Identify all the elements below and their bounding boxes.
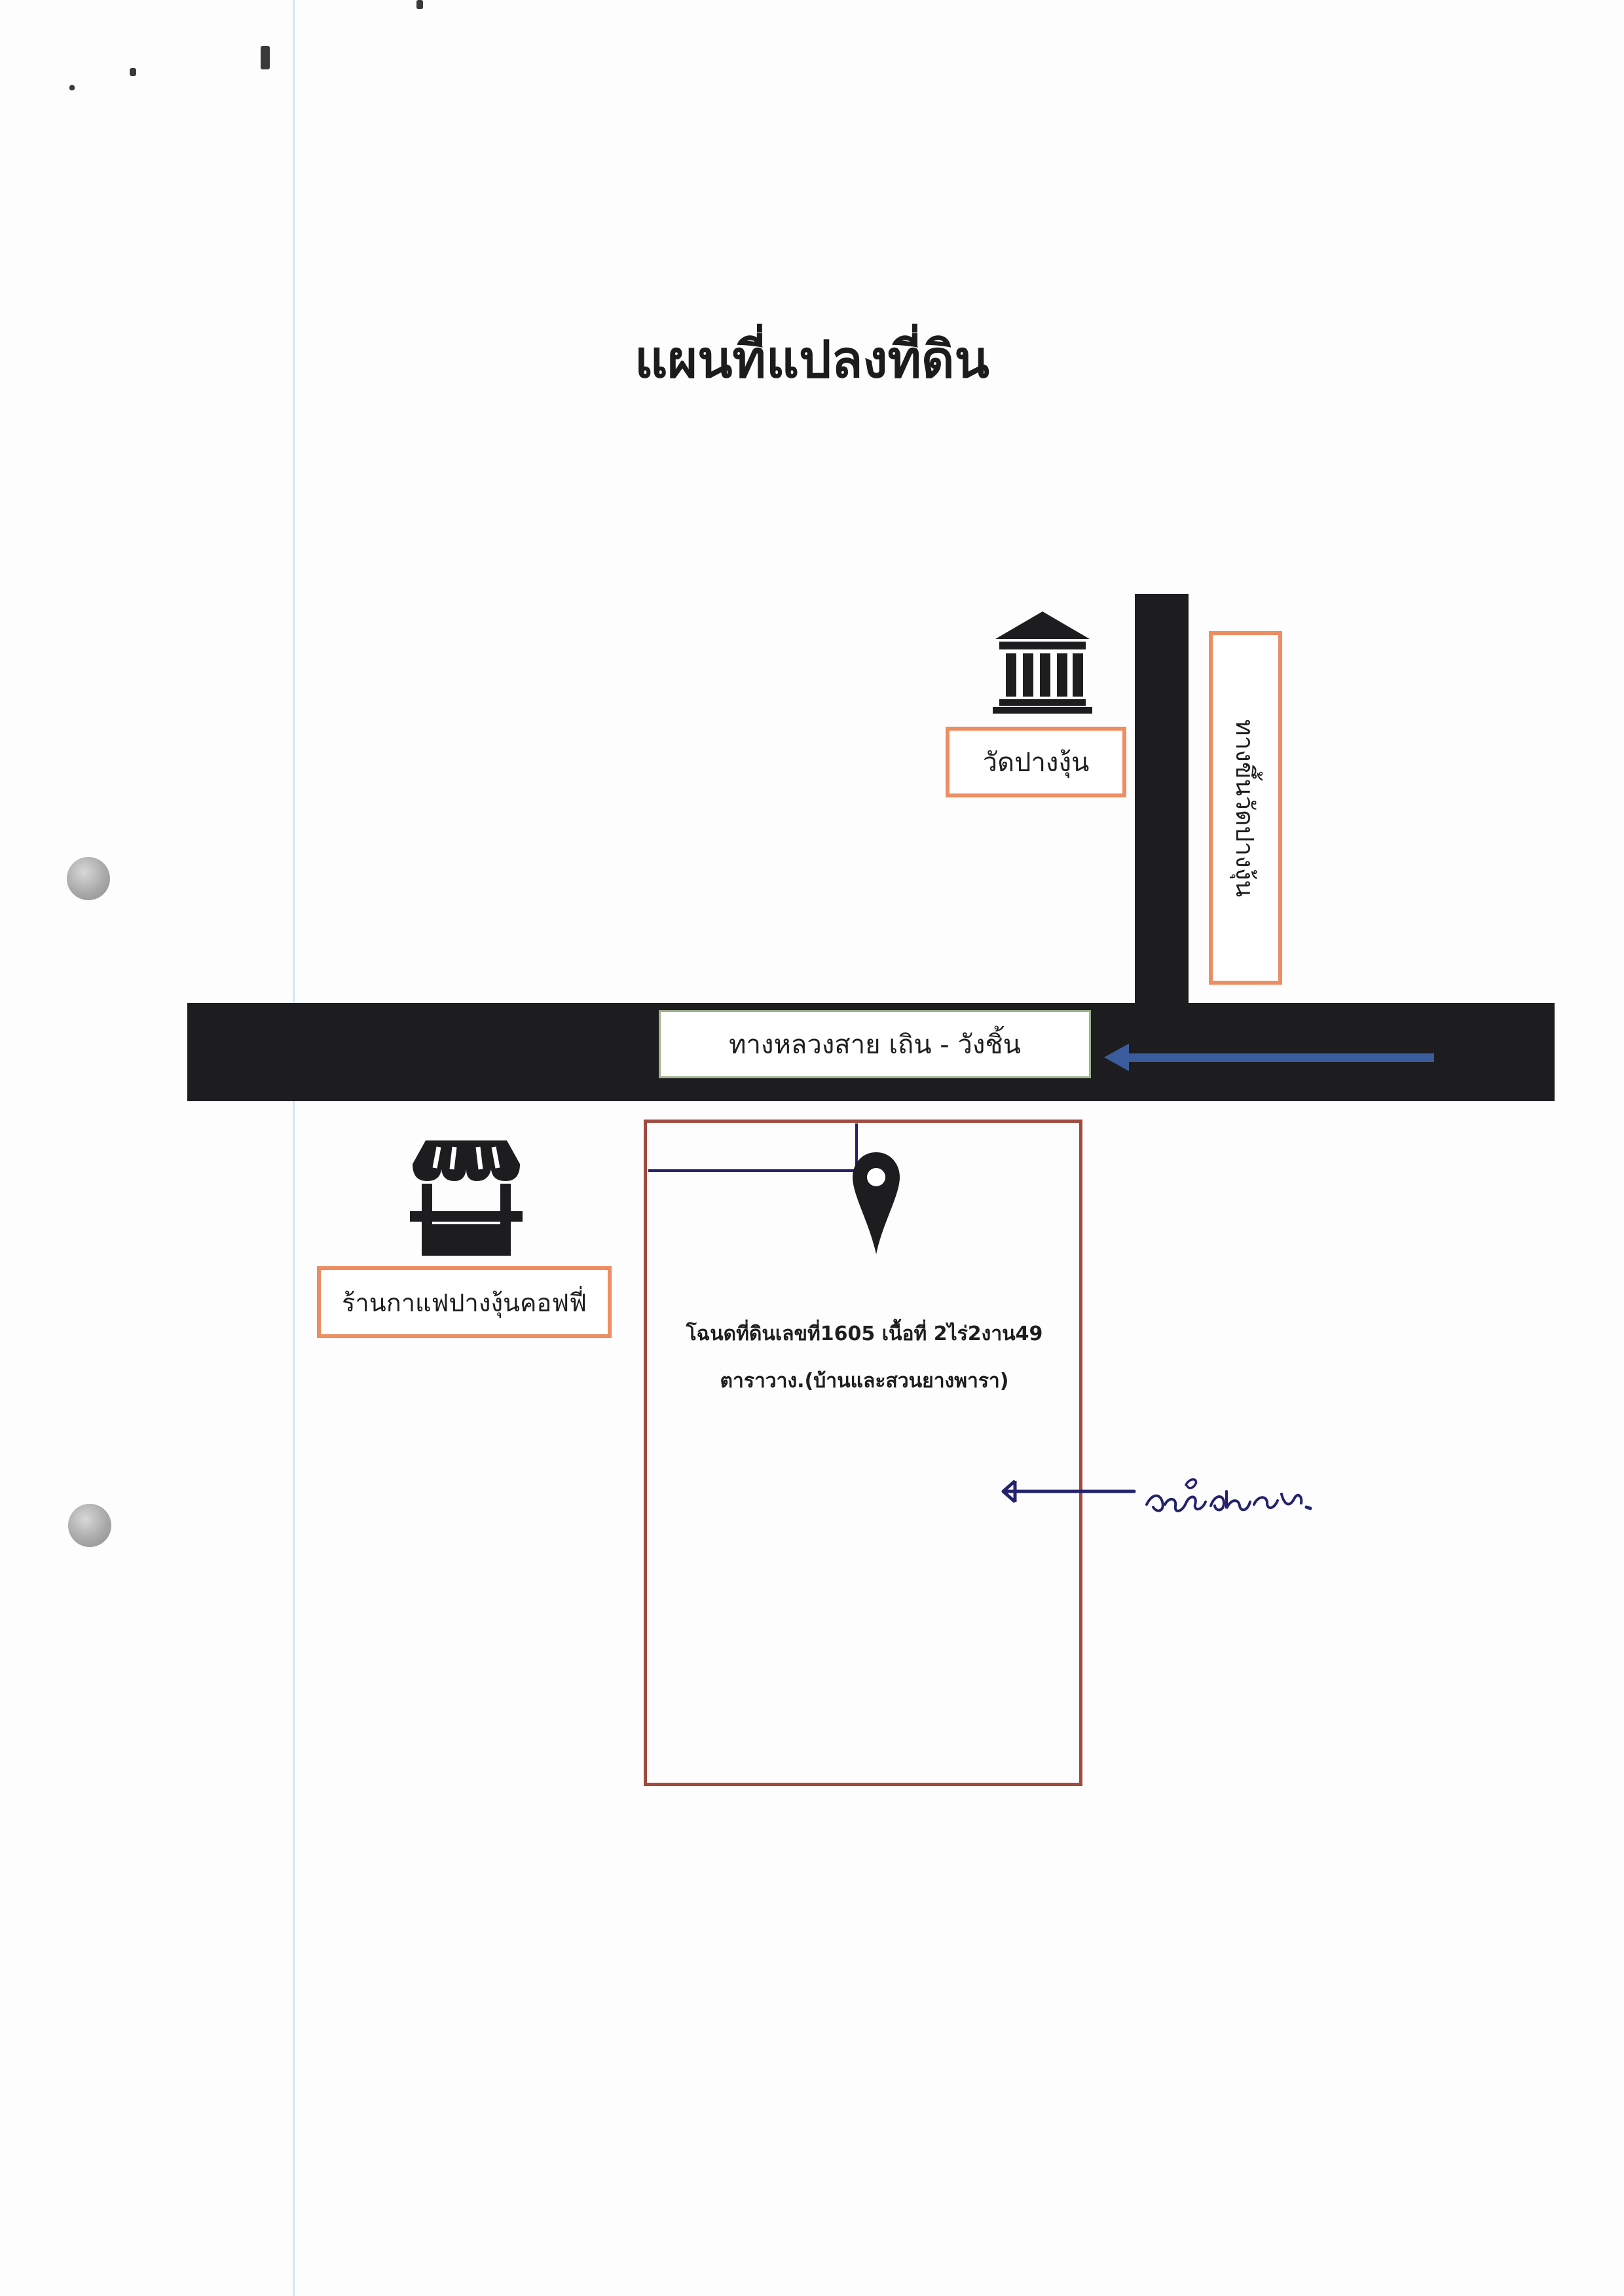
map-pin-icon xyxy=(853,1152,900,1254)
side-road-label: ทางขึ้นวัดปางงุ้น xyxy=(1209,631,1282,985)
direction-arrow-icon xyxy=(1104,1044,1434,1071)
main-road-label: ทางหลวงสาย เถิน - วังชิ้น xyxy=(659,1010,1091,1078)
page-margin-line xyxy=(293,0,295,2296)
side-road-label-text: ทางขึ้นวัดปางงุ้น xyxy=(1230,719,1260,897)
paper-mark xyxy=(130,68,136,76)
handwritten-signature xyxy=(1145,1478,1312,1512)
punch-hole xyxy=(67,857,110,900)
paper-mark xyxy=(416,0,423,9)
temple-label-text: วัดปางงุ้น xyxy=(982,748,1090,778)
handwritten-arrow-icon xyxy=(1001,1480,1136,1503)
parcel-description: โฉนดที่ดินเลขที่1605 เนื้อที่ 2ไร่2งาน49… xyxy=(648,1311,1080,1405)
map-title: แผนที่แปลงที่ดิน xyxy=(635,331,989,390)
shop-icon xyxy=(410,1140,523,1256)
paper-mark xyxy=(69,85,75,90)
parcel-description-line: โฉนดที่ดินเลขที่1605 เนื้อที่ 2ไร่2งาน49 xyxy=(686,1322,1043,1345)
parcel-description-line: ตาราวาง.(บ้านและสวนยางพารา) xyxy=(720,1370,1009,1393)
main-road-label-text: ทางหลวงสาย เถิน - วังชิ้น xyxy=(729,1030,1021,1060)
punch-hole xyxy=(68,1504,111,1547)
parcel-division-line xyxy=(855,1123,858,1172)
cafe-label-text: ร้านกาแฟปางงุ้นคอฟฟี่ xyxy=(341,1288,587,1317)
land-parcel-boundary xyxy=(644,1120,1082,1786)
temple-icon xyxy=(993,611,1092,714)
paper-mark xyxy=(261,46,270,69)
temple-access-road xyxy=(1135,594,1189,1013)
temple-label: วัดปางงุ้น xyxy=(946,727,1126,797)
parcel-division-line xyxy=(648,1169,858,1172)
cafe-label: ร้านกาแฟปางงุ้นคอฟฟี่ xyxy=(317,1266,612,1338)
